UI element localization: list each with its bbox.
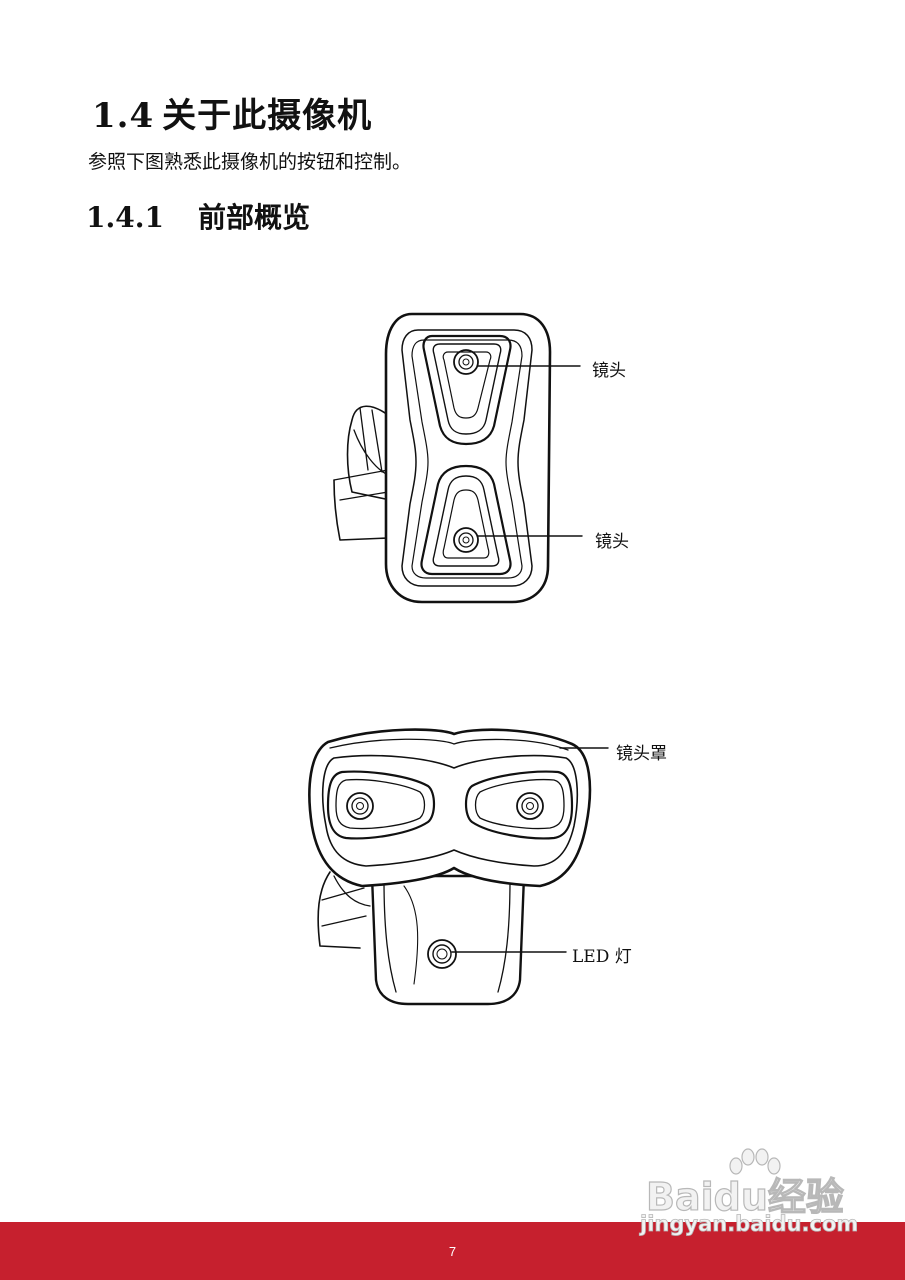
- baidu-watermark: Baidu经验 jingyan.baidu.com: [640, 1148, 859, 1248]
- lens-cover-label: 镜头罩: [616, 744, 667, 764]
- paw-icon: [729, 1148, 781, 1175]
- subsection-heading: 1.4.1 前部概览: [86, 196, 310, 236]
- lens-bottom-label: 镜头: [595, 532, 629, 552]
- watermark-logo: Baidu经验: [645, 1174, 844, 1219]
- section-number: 1.4: [92, 96, 155, 136]
- subsection-number: 1.4.1: [86, 201, 164, 234]
- camera-cover-view-drawing: [308, 728, 592, 1006]
- camera-front-view-drawing: [333, 312, 552, 604]
- section-title: 关于此摄像机: [162, 96, 373, 136]
- footer-bar: [0, 1222, 905, 1280]
- subsection-title: 前部概览: [198, 201, 311, 234]
- page-number: 7: [448, 1244, 457, 1259]
- intro-paragraph: 参照下图熟悉此摄像机的按钮和控制。: [88, 151, 412, 173]
- lens-top-label: 镜头: [592, 361, 626, 381]
- watermark-url: jingyan.baidu.com: [640, 1212, 859, 1237]
- led-label: LED 灯: [572, 947, 632, 967]
